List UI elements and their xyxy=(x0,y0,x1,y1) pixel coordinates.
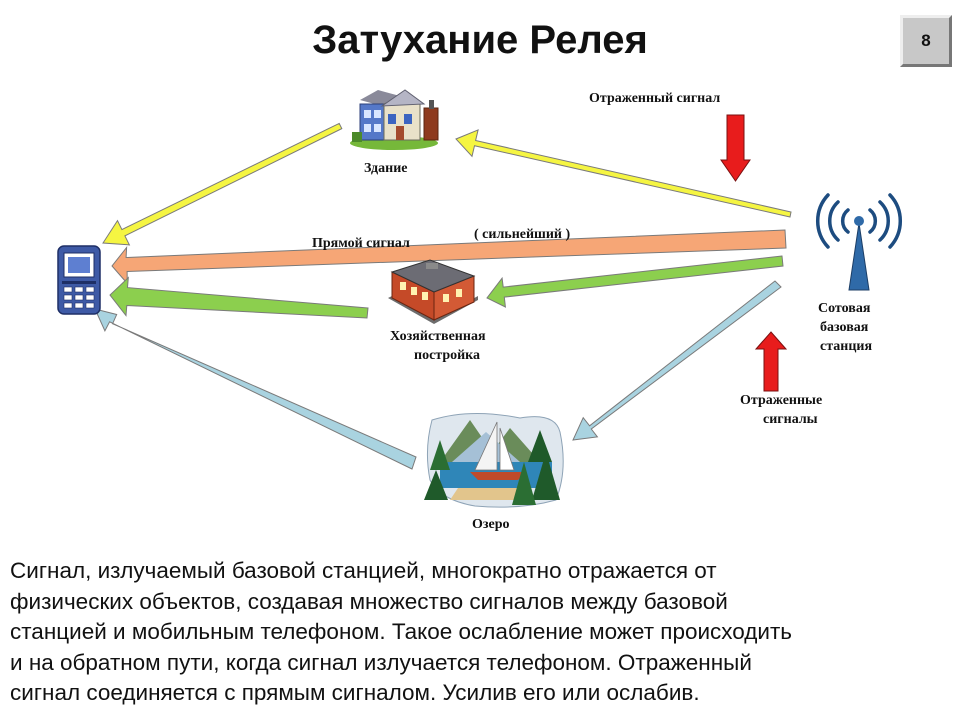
lake-label: Озеро xyxy=(472,517,510,532)
caption-line: Сигнал, излучаемый базовой станцией, мно… xyxy=(10,558,717,583)
red-up-arrow xyxy=(754,331,788,392)
building-icon xyxy=(350,89,439,150)
outbuilding-label-line2: постройка xyxy=(414,348,480,363)
caption-line: сигнал соединяется с прямым сигналом. Ус… xyxy=(10,680,700,705)
cell-tower-icon xyxy=(815,193,903,291)
rayleigh-fading-diagram: Отраженный сигнал Здание Прямой сигнал (… xyxy=(57,89,903,532)
arrow-tower-to-lake xyxy=(572,280,782,441)
reflected-signals-label-line1: Отраженные xyxy=(740,393,822,408)
reflected-signal-label: Отраженный сигнал xyxy=(589,91,720,106)
base-station-label-line1: Сотовая xyxy=(818,301,871,316)
direct-signal-label: Прямой сигнал xyxy=(312,236,410,251)
base-station-label-line2: базовая xyxy=(820,320,869,335)
arrow-direct-signal xyxy=(111,229,787,285)
strongest-label: ( сильнейший ) xyxy=(474,227,570,242)
red-down-arrow xyxy=(720,114,751,182)
arrow-outbuilding-to-phone xyxy=(109,276,369,319)
arrow-tower-to-outbuilding xyxy=(486,255,784,308)
arrow-building-to-phone xyxy=(102,122,343,246)
phone-icon xyxy=(57,245,101,315)
building-label: Здание xyxy=(364,161,407,176)
arrow-tower-to-building xyxy=(455,129,792,218)
page-number-badge: 8 xyxy=(900,15,952,67)
slide-title: Затухание Релея xyxy=(312,18,648,62)
caption-line: и на обратном пути, когда сигнал излучае… xyxy=(10,649,752,675)
arrow-lake-to-phone xyxy=(94,308,417,470)
caption-text: Сигнал, излучаемый базовой станцией, мно… xyxy=(10,556,950,709)
caption-line: станцией и мобильным телефоном. Такое ос… xyxy=(10,619,793,644)
reflected-signals-label-line2: сигналы xyxy=(763,412,818,427)
outbuilding-icon xyxy=(388,259,478,324)
caption-line: физических объектов, создавая множество … xyxy=(10,588,728,614)
base-station-label-line3: станция xyxy=(820,339,872,354)
lake-icon xyxy=(424,413,564,508)
outbuilding-label-line1: Хозяйственная xyxy=(390,329,486,344)
